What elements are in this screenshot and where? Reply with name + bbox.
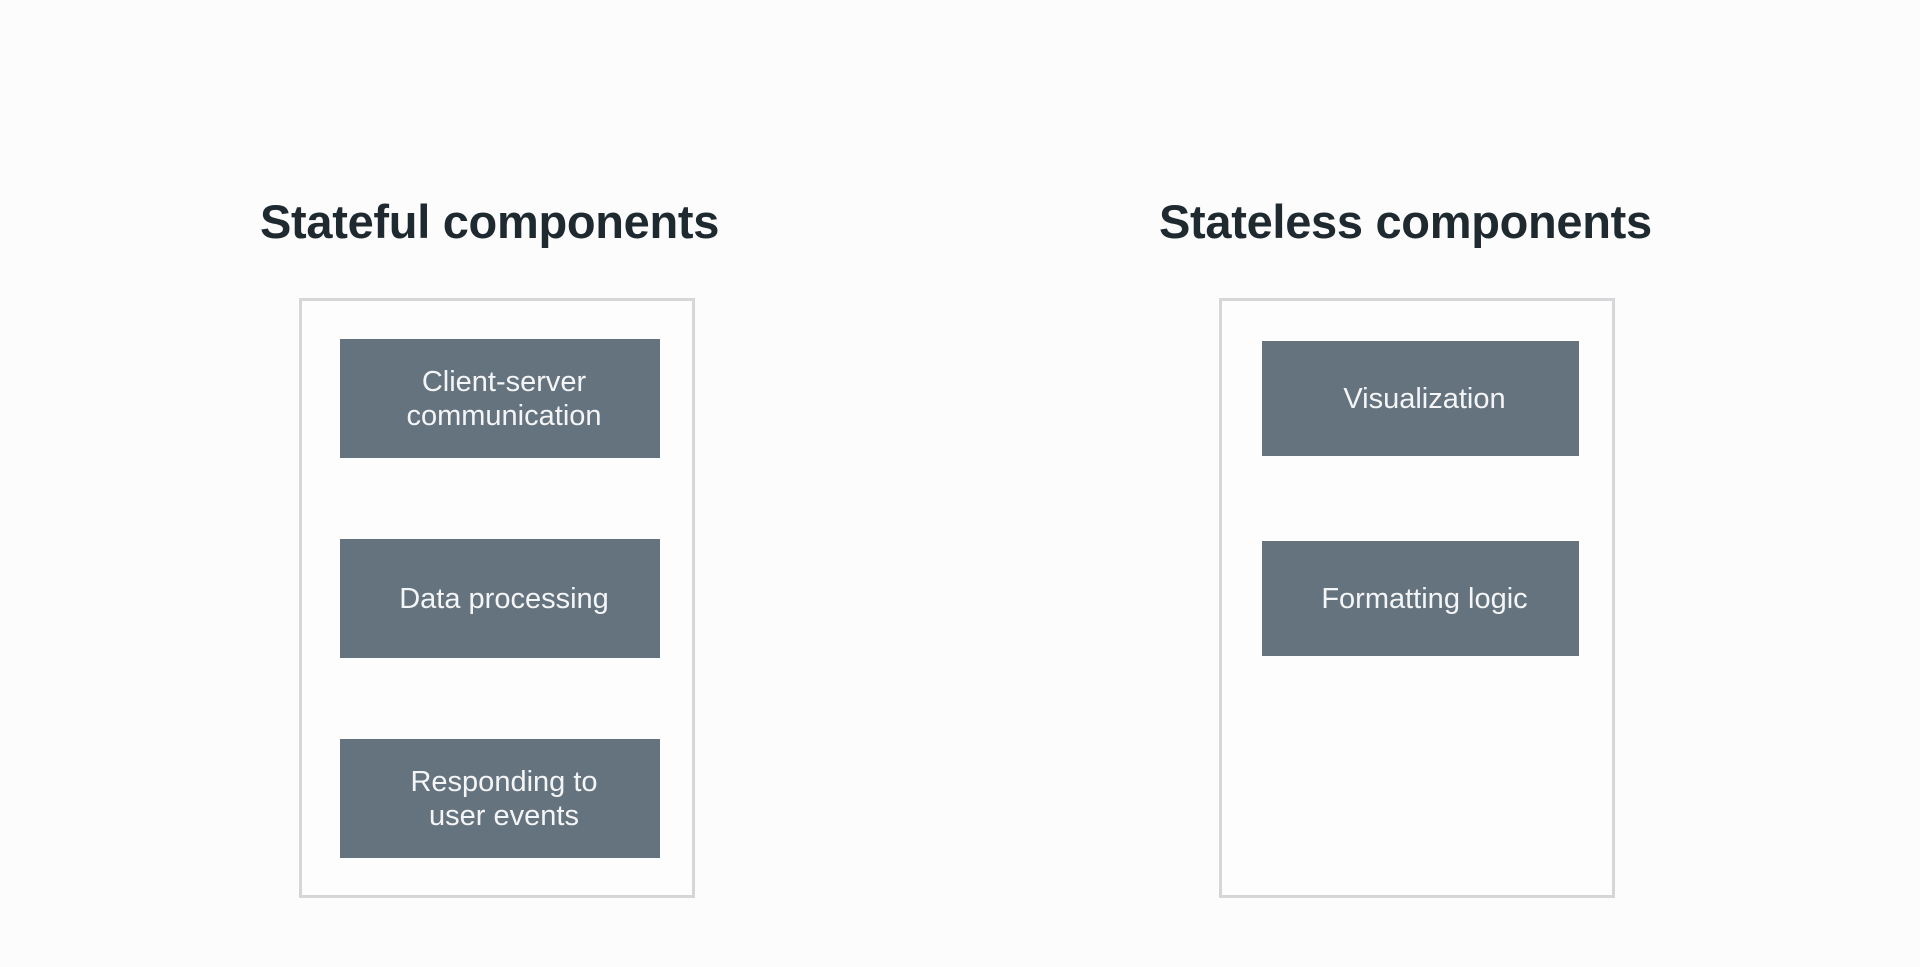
stateless-item-formatting-logic: Formatting logic [1262, 541, 1579, 656]
stateless-panel: Visualization Formatting logic [1219, 298, 1615, 898]
stateless-item-label: Visualization [1343, 382, 1506, 415]
stateful-heading: Stateful components [260, 195, 720, 248]
stateless-item-label: Formatting logic [1321, 582, 1528, 615]
stateful-item-label: Data processing [399, 582, 609, 615]
stateless-heading: Stateless components [1159, 195, 1652, 248]
stateless-item-visualization: Visualization [1262, 341, 1579, 456]
stateful-item-user-events: Responding to user events [340, 739, 660, 858]
stateful-item-label: Client-server communication [406, 365, 602, 432]
stateful-panel: Client-server communication Data process… [299, 298, 695, 898]
stateful-item-data-processing: Data processing [340, 539, 660, 658]
stateful-item-label: Responding to user events [410, 765, 598, 832]
stateful-item-client-server: Client-server communication [340, 339, 660, 458]
